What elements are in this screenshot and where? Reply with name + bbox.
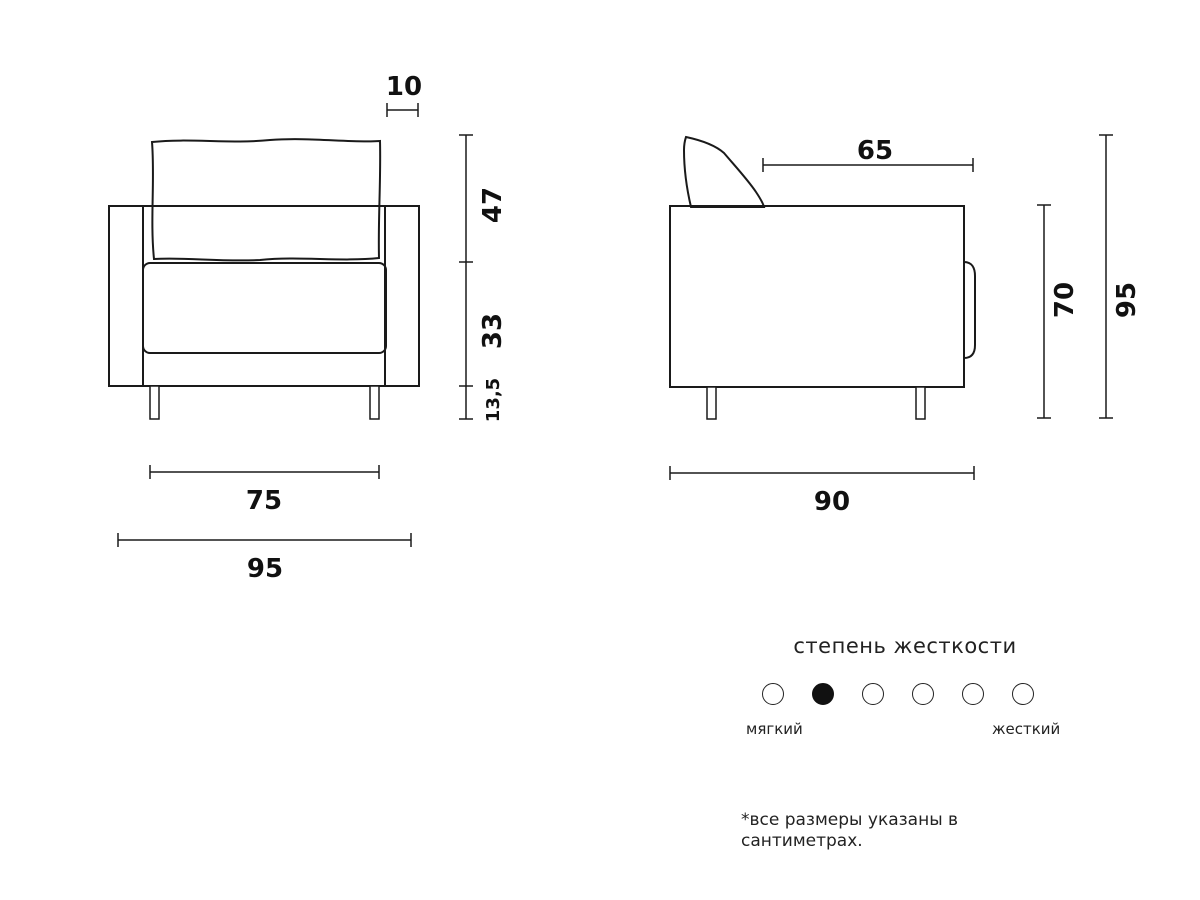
firmness-dot-4 bbox=[912, 683, 934, 705]
dimension-seat-width: 75 bbox=[149, 465, 380, 516]
dimensions-note: *все размеры указаны в сантиметрах. bbox=[741, 810, 959, 851]
dimension-backrest-thickness: 10 bbox=[386, 72, 422, 117]
svg-text:95: 95 bbox=[247, 554, 283, 584]
firmness-dot-2 bbox=[812, 683, 834, 705]
dimension-armrest-height: 70 bbox=[1037, 204, 1080, 419]
svg-text:75: 75 bbox=[246, 486, 282, 516]
dimension-total-width: 95 bbox=[117, 533, 412, 584]
svg-text:33: 33 bbox=[478, 313, 508, 349]
svg-text:13,5: 13,5 bbox=[483, 378, 504, 422]
back-cushion bbox=[150, 138, 382, 262]
svg-text:65: 65 bbox=[857, 136, 893, 166]
firmness-max-label: жесткий bbox=[992, 720, 1061, 738]
firmness-min-label: мягкий bbox=[746, 720, 803, 738]
svg-text:70: 70 bbox=[1050, 282, 1080, 318]
svg-text:90: 90 bbox=[814, 487, 850, 517]
firmness-title: степень жесткости bbox=[793, 634, 1017, 658]
armchair-front-view bbox=[108, 138, 420, 420]
armchair-side-view bbox=[669, 135, 976, 420]
firmness-dot-1 bbox=[762, 683, 784, 705]
dimension-front-heights: 47 33 13,5 bbox=[459, 134, 508, 422]
firmness-dot-5 bbox=[962, 683, 984, 705]
dimension-total-depth: 90 bbox=[669, 466, 975, 517]
side-pillow bbox=[682, 135, 766, 208]
dimension-total-height: 95 bbox=[1099, 134, 1142, 419]
firmness-scale bbox=[762, 683, 1062, 705]
svg-text:47: 47 bbox=[478, 187, 508, 223]
seat-cushion bbox=[142, 262, 387, 354]
dimension-seat-depth: 65 bbox=[762, 136, 974, 172]
firmness-dot-3 bbox=[862, 683, 884, 705]
svg-text:95: 95 bbox=[1112, 282, 1142, 318]
firmness-dot-6 bbox=[1012, 683, 1034, 705]
svg-text:10: 10 bbox=[386, 72, 422, 102]
